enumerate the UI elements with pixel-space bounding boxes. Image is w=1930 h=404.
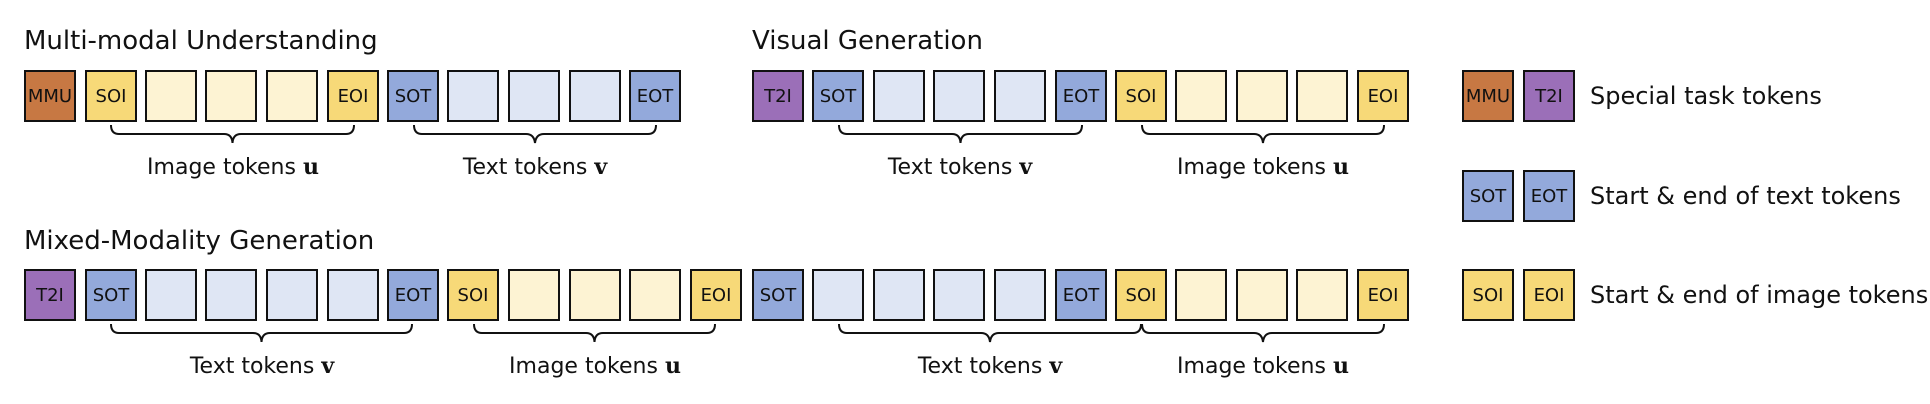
legend-image-bounds-label: Start & end of image tokens [1590,281,1929,309]
image-token [1296,269,1348,321]
text-token [812,269,864,321]
legend-text-bounds-label: Start & end of text tokens [1590,182,1901,210]
token-eot: EOT [1055,269,1107,321]
image-tokens-label: Image tokens u [1113,154,1413,180]
image-token [1175,269,1227,321]
brace [473,323,716,343]
token-eot: EOT [1055,70,1107,122]
token-eoi: EOI [1357,70,1409,122]
mixed-generation-title: Mixed-Modality Generation [24,226,375,256]
image-var: u [302,154,319,180]
image-token [205,70,257,122]
token-t2i: T2I [752,70,804,122]
token-soi: SOI [1115,269,1167,321]
token-sot: SOT [812,70,864,122]
image-token [145,70,197,122]
token-eoi: EOI [690,269,742,321]
legend-token-eoi: EOI [1523,269,1575,321]
text-token [994,269,1046,321]
understanding-title: Multi-modal Understanding [24,26,378,56]
legend-token-soi: SOI [1462,269,1514,321]
text-token [994,70,1046,122]
text-token [327,269,379,321]
image-token [1236,70,1288,122]
image-token [266,70,318,122]
token-sot: SOT [752,269,804,321]
image-tokens-label: Image tokens u [445,353,745,379]
token-soi: SOI [85,70,137,122]
token-sot: SOT [85,269,137,321]
text-token [873,70,925,122]
token-eoi: EOI [1357,269,1409,321]
text-var: v [594,154,608,180]
token-soi: SOI [1115,70,1167,122]
image-var: u [1332,154,1349,180]
text-token [569,70,621,122]
text-token [873,269,925,321]
image-var: u [664,353,681,379]
token-soi: SOI [447,269,499,321]
image-token [1236,269,1288,321]
image-tokens-text: Image tokens [1177,155,1326,180]
legend-token-sot: SOT [1462,170,1514,222]
brace [413,124,657,144]
text-tokens-text: Text tokens [462,155,588,180]
image-token [1175,70,1227,122]
brace [110,323,413,343]
token-sot: SOT [387,70,439,122]
brace [838,323,1142,343]
brace [1141,124,1385,144]
image-var: u [1332,353,1349,379]
text-token [447,70,499,122]
text-var: v [1049,353,1063,379]
text-var: v [321,353,335,379]
image-token [569,269,621,321]
image-tokens-label: Image tokens u [83,154,383,180]
image-tokens-text: Image tokens [147,155,296,180]
token-eoi: EOI [327,70,379,122]
image-tokens-label: Image tokens u [1113,353,1413,379]
brace [1141,323,1385,343]
image-token [508,269,560,321]
text-token [266,269,318,321]
brace [838,124,1083,144]
text-tokens-text: Text tokens [917,354,1043,379]
legend-token-mmu: MMU [1462,70,1514,122]
text-token [145,269,197,321]
legend-special-label: Special task tokens [1590,82,1822,110]
text-tokens-label: Text tokens v [840,353,1140,379]
token-mmu: MMU [24,70,76,122]
legend-token-t2i: T2I [1523,70,1575,122]
image-token [629,269,681,321]
text-var: v [1019,154,1033,180]
visual-generation-title: Visual Generation [752,26,983,56]
text-tokens-label: Text tokens v [810,154,1110,180]
token-eot: EOT [387,269,439,321]
image-tokens-text: Image tokens [1177,354,1326,379]
text-token [205,269,257,321]
text-tokens-label: Text tokens v [112,353,412,379]
image-tokens-text: Image tokens [509,354,658,379]
text-tokens-text: Text tokens [887,155,1013,180]
text-tokens-text: Text tokens [189,354,315,379]
legend-token-eot: EOT [1523,170,1575,222]
text-token [508,70,560,122]
brace [110,124,355,144]
token-eot: EOT [629,70,681,122]
token-t2i: T2I [24,269,76,321]
image-token [1296,70,1348,122]
text-tokens-label: Text tokens v [385,154,685,180]
text-token [933,269,985,321]
text-token [933,70,985,122]
